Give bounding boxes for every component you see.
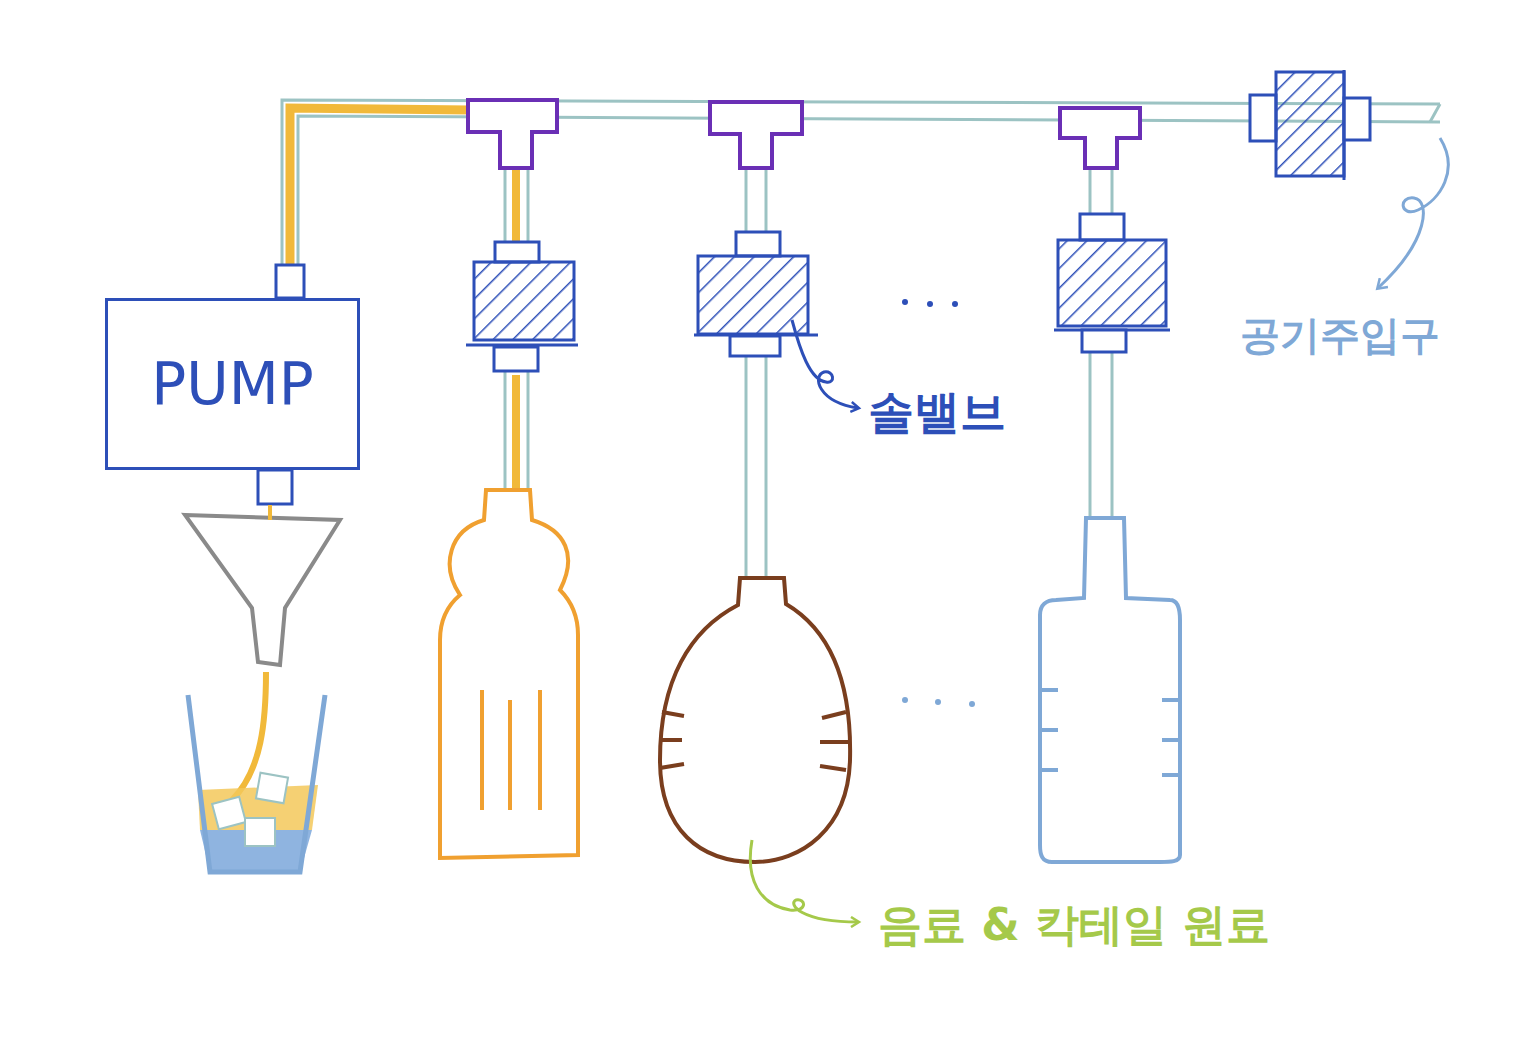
pump-box: PUMP bbox=[105, 298, 360, 470]
drop-pipes bbox=[505, 165, 1112, 578]
liquid-flow bbox=[268, 505, 272, 520]
node-text: PUMP bbox=[151, 350, 313, 418]
bottle bbox=[440, 490, 578, 858]
leader-line bbox=[1378, 138, 1448, 288]
solenoid-valve bbox=[466, 70, 1370, 371]
valve-label: 솔밸브 bbox=[868, 382, 1006, 444]
leader-line bbox=[792, 320, 858, 408]
ellipsis-dots bbox=[902, 697, 975, 707]
bottle bbox=[660, 578, 850, 862]
t-joint bbox=[468, 100, 1140, 168]
bottle bbox=[1040, 518, 1180, 862]
ingredient-label: 음료 & 칵테일 원료 bbox=[878, 896, 1270, 955]
ellipsis-dots bbox=[902, 299, 958, 307]
funnel bbox=[185, 515, 340, 665]
leader-line bbox=[750, 840, 858, 922]
liquid-flow bbox=[290, 108, 470, 265]
cup bbox=[188, 695, 325, 872]
air-inlet-label: 공기주입구 bbox=[1240, 308, 1440, 363]
